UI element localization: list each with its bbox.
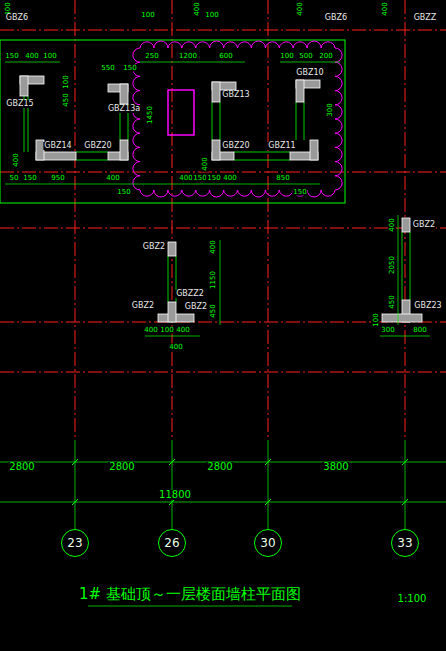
column-tag: GBZ6 xyxy=(324,14,348,22)
dimension-text: 200 xyxy=(318,53,333,60)
dimension-text: 150 xyxy=(292,189,307,196)
column-tag: GBZ2 xyxy=(184,303,208,311)
dimension-text: 600 xyxy=(218,53,233,60)
dimension-text: 400 xyxy=(13,152,20,167)
dimension-text: 400 xyxy=(194,1,201,16)
axis-bubble: 30 xyxy=(254,529,282,557)
dimension-text: 50 xyxy=(9,175,20,182)
dimension-text: 400 xyxy=(297,1,304,16)
dimension-text: 250 xyxy=(144,53,159,60)
tick xyxy=(169,459,175,465)
dimension-text: 100 xyxy=(204,12,219,19)
dimension-text: 400 xyxy=(175,327,190,334)
column-tag: GBZ6 xyxy=(5,14,29,22)
dimension-text: 2050 xyxy=(389,255,396,275)
column-tag: GBZ2 xyxy=(412,221,436,229)
dimension-text: 100 xyxy=(159,327,174,334)
dimension-text: 450 xyxy=(63,92,70,107)
axis-number: 30 xyxy=(260,536,275,550)
dimension-text: 2800 xyxy=(8,462,35,472)
dimension-text: 150 xyxy=(4,53,19,60)
dimension-text: 400 xyxy=(382,1,389,16)
dimension-text: 150 xyxy=(206,175,221,182)
wall-lines xyxy=(24,96,410,302)
dimension-text: 400 xyxy=(168,344,183,351)
axis-number: 23 xyxy=(67,536,82,550)
dimension-text: 400 xyxy=(105,175,120,182)
dimension-text: 100 xyxy=(373,312,380,327)
revision-cloud xyxy=(133,41,342,197)
column-tag: GBZ23 xyxy=(413,302,442,310)
dimension-text: 1150 xyxy=(210,270,217,290)
tick xyxy=(265,459,271,465)
tick xyxy=(402,499,408,505)
dimension-text: 850 xyxy=(275,175,290,182)
wall-columns xyxy=(20,76,422,322)
axis-bubble: 26 xyxy=(158,529,186,557)
dimension-text: 400 xyxy=(222,175,237,182)
dimension-text: 2800 xyxy=(108,462,135,472)
tick xyxy=(72,499,78,505)
dimension-text: 300 xyxy=(327,102,334,117)
dimension-text: 2800 xyxy=(206,462,233,472)
drawing-title: 1# 基础顶～一层楼面墙柱平面图 xyxy=(79,586,301,603)
column-tag: GBZ13 xyxy=(221,91,250,99)
dimension-text: 100 xyxy=(140,12,155,19)
column-tag: GBZZ2 xyxy=(175,290,205,298)
dimension-text: 400 xyxy=(389,217,396,232)
axis-lines xyxy=(0,0,446,440)
column-tag: GBZ10 xyxy=(295,69,324,77)
axis-bubble: 33 xyxy=(391,529,419,557)
dimension-text: 500 xyxy=(298,53,313,60)
dimension-text: 100 xyxy=(42,53,57,60)
dimension-text: 450 xyxy=(389,294,396,309)
column-tag: GBZ2 xyxy=(142,243,166,251)
dimension-text: 400 xyxy=(143,327,158,334)
tick xyxy=(402,459,408,465)
dimension-text: 100 xyxy=(63,74,70,89)
dimension-text: 100 xyxy=(279,53,294,60)
region-frame xyxy=(0,40,345,203)
cloud-outline xyxy=(133,41,342,197)
dimension-text: 150 xyxy=(116,189,131,196)
dimension-text: 950 xyxy=(50,175,65,182)
dimension-text: 550 xyxy=(100,65,115,72)
axis-bubble: 23 xyxy=(61,529,89,557)
column-tag: GBZ11 xyxy=(267,142,296,150)
tick xyxy=(265,499,271,505)
axis-number: 33 xyxy=(397,536,412,550)
dimension-text: 400 xyxy=(202,156,209,171)
dimension-text: 3800 xyxy=(322,462,349,472)
dimension-text: 11800 xyxy=(158,490,192,500)
tick xyxy=(72,459,78,465)
column-tag: GBZ2 xyxy=(131,302,155,310)
dimension-text: 1450 xyxy=(147,105,154,125)
column-tag: GBZ15 xyxy=(5,100,34,108)
dimension-text: 150 xyxy=(122,65,137,72)
column-tag: GBZ20 xyxy=(221,142,250,150)
dimension-text: 1:100 xyxy=(397,594,428,604)
dimension-text: 400 xyxy=(210,239,217,254)
column-tag: GBZ14 xyxy=(43,142,72,150)
dimension-text: 150 xyxy=(22,175,37,182)
dimension-text: 400 xyxy=(24,53,39,60)
dimension-ticks xyxy=(72,459,408,505)
column-tag: GBZ20 xyxy=(83,142,112,150)
dimension-lines xyxy=(0,62,446,606)
dimension-text: 800 xyxy=(412,327,427,334)
opening xyxy=(168,90,194,135)
dimension-text: 300 xyxy=(380,327,395,334)
dimension-text: 1200 xyxy=(178,53,198,60)
axis-number: 26 xyxy=(164,536,179,550)
column-tag: GBZZ xyxy=(413,14,438,22)
dimension-text: 450 xyxy=(210,303,217,318)
column-tag: GBZ13a xyxy=(107,105,141,113)
